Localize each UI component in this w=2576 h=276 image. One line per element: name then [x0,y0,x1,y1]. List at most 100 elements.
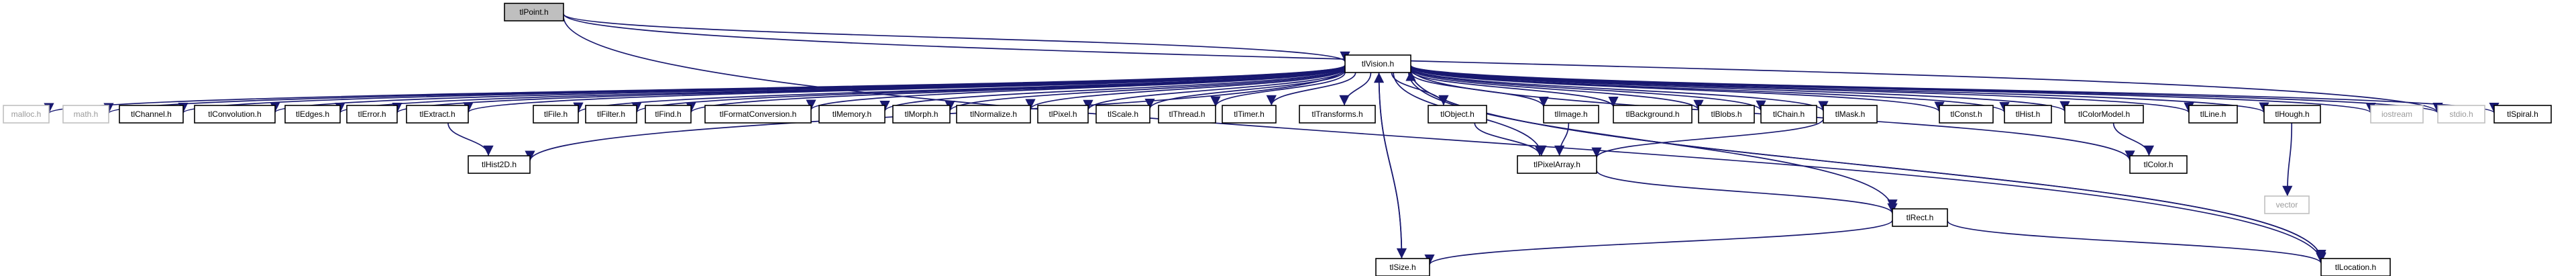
node-tlMorph[interactable]: tlMorph.h [892,105,951,124]
node-box-stdio [2437,105,2485,124]
edge-tlExtract-to-tlHist2D [447,122,494,156]
node-label-tlTimer: tlTimer.h [1234,109,1265,119]
node-box-tlSize [1375,258,1430,276]
node-tlFormatConversion[interactable]: tlFormatConversion.h [704,105,812,124]
node-label-tlFile: tlFile.h [544,109,568,119]
node-box-tlRect [1892,208,1948,227]
node-label-tlLine: tlLine.h [2200,109,2226,119]
node-box-tlChannel [119,105,184,124]
edge-tlRect-to-tlSize [1424,220,1893,265]
node-tlPixelArray[interactable]: tlPixelArray.h [1517,155,1597,174]
node-tlFind[interactable]: tlFind.h [645,105,692,124]
node-tlFilter[interactable]: tlFilter.h [585,105,637,124]
edge-tlImage-to-tlPixelArray [1554,122,1570,156]
edge-tlVision-to-tlPixel [1083,68,1346,111]
edge-tlVision-to-tlChain [1410,67,1766,111]
edge-tlHough-to-vector [2282,122,2293,197]
node-label-tlLocation: tlLocation.h [2335,263,2376,272]
node-label-tlThread: tlThread.h [1169,109,1205,119]
node-tlSpiral[interactable]: tlSpiral.h [2493,105,2552,124]
edge-tlVision-to-tlFind [686,65,1346,113]
node-tlThread[interactable]: tlThread.h [1158,105,1216,124]
edge-tlVision-to-tlBlobs [1410,68,1704,111]
node-tlChain[interactable]: tlChain.h [1760,105,1817,124]
node-tlTimer[interactable]: tlTimer.h [1222,105,1277,124]
node-tlSize[interactable]: tlSize.h [1375,258,1430,276]
node-tlObject[interactable]: tlObject.h [1428,105,1487,124]
node-box-tlPoint [504,3,564,21]
node-box-tlNormalize [956,105,1031,124]
node-box-iostream [2370,105,2424,124]
node-stdio: stdio.h [2437,105,2485,124]
node-tlExtract[interactable]: tlExtract.h [406,105,469,124]
edge-tlPoint-to-stdio [563,13,2443,113]
node-label-tlChain: tlChain.h [1773,109,1805,119]
node-box-tlFile [533,105,579,124]
node-tlHist[interactable]: tlHist.h [2004,105,2052,124]
node-tlColorModel[interactable]: tlColorModel.h [2064,105,2144,124]
edge-tlVision-to-tlSpiral [1410,64,2499,113]
node-tlLine[interactable]: tlLine.h [2188,105,2238,124]
node-box-tlEdges [284,105,341,124]
node-tlImage[interactable]: tlImage.h [1543,105,1599,124]
node-tlPoint[interactable]: tlPoint.h [504,3,564,21]
edge-tlVision-to-tlScale [1144,70,1346,109]
node-tlEdges[interactable]: tlEdges.h [284,105,341,124]
node-tlTransforms[interactable]: tlTransforms.h [1299,105,1376,124]
node-tlPixel[interactable]: tlPixel.h [1037,105,1089,124]
edge-tlPoint-to-tlVision [563,13,1350,62]
node-box-tlLine [2188,105,2238,124]
node-tlRect[interactable]: tlRect.h [1892,208,1948,227]
node-box-tlMorph [892,105,951,124]
node-box-tlError [346,105,398,124]
node-label-tlHist2D: tlHist2D.h [482,160,517,169]
node-tlNormalize[interactable]: tlNormalize.h [956,105,1031,124]
node-box-tlFormatConversion [704,105,812,124]
node-label-tlVision: tlVision.h [1362,59,1394,68]
node-box-tlExtract [406,105,469,124]
node-tlHough[interactable]: tlHough.h [2263,105,2321,124]
node-box-vector [2264,195,2310,214]
node-iostream: iostream [2370,105,2424,124]
node-label-tlError: tlError.h [358,109,386,119]
node-tlBlobs[interactable]: tlBlobs.h [1698,105,1755,124]
node-label-tlImage: tlImage.h [1554,109,1587,119]
node-box-tlFilter [585,105,637,124]
node-box-tlVision [1344,54,1411,73]
node-box-tlMemory [818,105,885,124]
node-box-math [62,105,109,124]
node-label-tlScale: tlScale.h [1108,109,1138,119]
node-label-tlColor: tlColor.h [2143,160,2173,169]
edge-tlPoint-to-tlLocation [563,16,2326,263]
edge-tlVision-to-tlFormatConversion [806,66,1346,111]
node-label-tlMask: tlMask.h [1835,109,1866,119]
node-tlMemory[interactable]: tlMemory.h [818,105,885,124]
node-label-math: math.h [74,109,99,119]
edge-tlColorModel-to-tlColor [2112,122,2155,156]
node-tlBackground[interactable]: tlBackground.h [1613,105,1693,124]
edge-tlVision-to-tlObject [1391,72,1449,106]
edge-tlVision-to-tlNormalize [1025,68,1346,110]
node-tlColor[interactable]: tlColor.h [2129,155,2188,174]
node-label-tlFormatConversion: tlFormatConversion.h [720,109,797,119]
node-label-tlBackground: tlBackground.h [1625,109,1679,119]
node-tlVision[interactable]: tlVision.h [1344,54,1411,73]
node-label-tlExtract: tlExtract.h [419,109,455,119]
node-tlError[interactable]: tlError.h [346,105,398,124]
node-tlScale[interactable]: tlScale.h [1095,105,1150,124]
edge-tlVision-to-tlMask [1410,66,1829,112]
node-box-tlHist [2004,105,2052,124]
node-box-tlBackground [1613,105,1693,124]
node-tlChannel[interactable]: tlChannel.h [119,105,184,124]
node-tlConvolution[interactable]: tlConvolution.h [194,105,276,124]
node-tlHist2D[interactable]: tlHist2D.h [468,155,531,174]
edge-tlPixelArray-to-tlRect [1596,170,1898,214]
edge-tlVision-to-tlExtract [463,64,1346,113]
node-tlFile[interactable]: tlFile.h [533,105,579,124]
node-tlLocation[interactable]: tlLocation.h [2320,258,2391,276]
edge-tlVision-to-tlBackground [1410,69,1619,107]
node-tlMask[interactable]: tlMask.h [1823,105,1878,124]
node-tlConst[interactable]: tlConst.h [1939,105,1994,124]
node-box-tlColor [2129,155,2188,174]
node-box-tlConst [1939,105,1994,124]
